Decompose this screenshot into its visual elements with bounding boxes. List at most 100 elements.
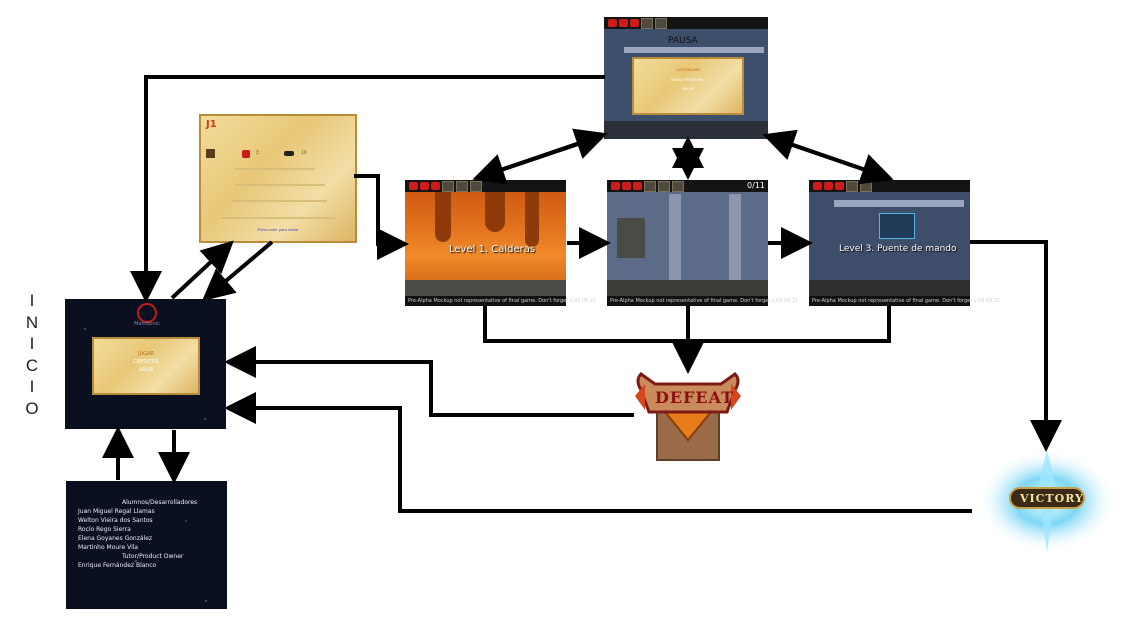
item-slot-icon <box>846 180 858 192</box>
heart-icon <box>835 182 844 190</box>
arrow-victory-to-menu <box>224 392 972 513</box>
arrow-defeat-to-menu <box>224 346 634 417</box>
ground-tiles <box>607 280 768 296</box>
level2-screen: 0/11 Pre-Alpha Mockup not representative… <box>607 180 798 306</box>
metal-pillar <box>729 194 741 284</box>
pause-option-continue[interactable]: CONTINUAR <box>676 67 700 72</box>
credits-line: Martinho Moure Vila <box>78 544 139 551</box>
heart-icon <box>619 19 628 27</box>
defeat-shield-icon <box>635 372 741 461</box>
heart-icon <box>824 182 833 190</box>
arrow-setup-to-level1 <box>354 174 409 260</box>
menu-option-exit[interactable]: SALIR <box>138 367 154 373</box>
victory-emblem: VICTORY <box>974 446 1120 556</box>
metal-pillar <box>669 194 681 284</box>
heart-icon <box>633 182 642 190</box>
item-slot-icon <box>658 180 670 192</box>
victory-crest-icon <box>977 449 1117 553</box>
heart-icon <box>431 182 440 190</box>
level1-title: Level 1. Calderas <box>449 244 536 255</box>
level3-footer: Pre-Alpha Mockup not representative of f… <box>809 296 1000 306</box>
inicio-letter: I <box>29 334 35 353</box>
instruction-line <box>221 217 335 219</box>
heart-icon <box>622 182 631 190</box>
level3-screen: Level 3. Puente de mando Pre-Alpha Mocku… <box>809 180 1000 306</box>
start-hint: Pulsa enter para iniciar <box>257 227 299 232</box>
stone-block <box>617 218 645 258</box>
arrow-level3-to-victory <box>970 240 1062 452</box>
credits-line: Welton Vieira dos Santos <box>78 517 153 524</box>
item-slot-icon <box>641 17 653 29</box>
heart-icon <box>420 182 429 190</box>
heart-icon <box>409 182 418 190</box>
instruction-line <box>235 184 325 186</box>
hud-bar <box>604 17 768 29</box>
arrow-pause-to-menu <box>130 75 605 303</box>
ammo-icon <box>284 151 294 156</box>
arrow-pause-level1-back <box>472 138 591 185</box>
defeat-emblem: DEFEAT <box>635 370 741 462</box>
metal-strip <box>834 200 964 207</box>
menu-option-credits[interactable]: CREDITOS <box>133 359 159 365</box>
defeat-label: DEFEAT <box>655 388 735 407</box>
logo-icon <box>137 303 157 323</box>
credits-line: Elena Goyanes González <box>78 535 153 542</box>
stalactite <box>525 192 539 247</box>
item-slot-icon <box>456 180 468 192</box>
pause-title: PAUSA <box>668 36 698 46</box>
ammo-value: 10 <box>301 150 307 156</box>
heart-icon <box>813 182 822 190</box>
metal-strip <box>624 47 764 53</box>
inicio-letter: C <box>25 355 39 375</box>
inicio-letter: I <box>29 377 35 396</box>
player-label: J1 <box>206 119 217 130</box>
ground-tiles <box>405 280 566 296</box>
credits-header: Alumnos/Desarrolladores <box>122 499 198 506</box>
pause-option-main-menu[interactable]: MENU PRINCIPAL <box>671 77 705 82</box>
item-slot-icon <box>442 180 454 192</box>
arrow-setup-to-menu <box>201 240 274 302</box>
menu-option-play[interactable]: JUGAR <box>138 351 154 357</box>
hud-bar <box>405 180 566 192</box>
arrow-level3-pause <box>762 129 881 177</box>
credits-line: Enrique Fernández Blanco <box>78 562 157 569</box>
pause-option-exit[interactable]: SALIR <box>682 86 694 91</box>
item-slot-icon <box>672 180 684 192</box>
heart-icon <box>611 182 620 190</box>
credits-line: Juan Miguel Regal Llamas <box>78 508 155 515</box>
hud-bar <box>607 180 768 192</box>
level2-footer: Pre-Alpha Mockup not representative of f… <box>607 296 798 306</box>
heart-icon <box>630 19 639 27</box>
lives-value: 3 <box>256 150 259 156</box>
ground-tiles <box>809 280 970 296</box>
inicio-label: I N I C I O <box>20 290 44 419</box>
heart-icon <box>242 150 250 158</box>
credits-line: Rocío Rego Sierra <box>78 526 131 533</box>
item-slot-icon <box>655 17 667 29</box>
pause-parchment: CONTINUAR MENU PRINCIPAL SALIR <box>632 57 744 115</box>
floor <box>604 121 768 139</box>
hud-bar <box>809 180 970 192</box>
control-console <box>879 213 915 239</box>
player-setup-screen: J1 3 10 Pulsa enter para iniciar <box>199 114 357 243</box>
arrow-menu-to-setup <box>170 240 234 300</box>
victory-label: VICTORY <box>1020 492 1084 505</box>
instruction-line <box>235 168 315 170</box>
level1-screen: Level 1. Calderas Pre-Alpha Mockup not r… <box>405 180 596 306</box>
level3-title: Level 3. Puente de mando <box>839 244 957 254</box>
inicio-letter: N <box>25 312 39 332</box>
logo-label: Mambonic <box>134 321 160 327</box>
menu-parchment: JUGAR CREDITOS SALIR <box>92 337 200 395</box>
stalactite <box>435 192 451 242</box>
item-slot-icon <box>644 180 656 192</box>
inicio-letter: O <box>25 398 39 418</box>
main-menu-screen: Mambonic JUGAR CREDITOS SALIR <box>65 299 226 429</box>
level1-footer: Pre-Alpha Mockup not representative of f… <box>405 296 596 306</box>
collectible-counter: 0/11 <box>747 181 765 190</box>
credits-screen: Alumnos/Desarrolladores Juan Miguel Rega… <box>66 481 227 609</box>
stalactite <box>485 192 505 232</box>
player-avatar-icon <box>206 149 215 158</box>
instruction-line <box>231 200 327 202</box>
pause-screen: PAUSA CONTINUAR MENU PRINCIPAL SALIR <box>604 17 768 139</box>
